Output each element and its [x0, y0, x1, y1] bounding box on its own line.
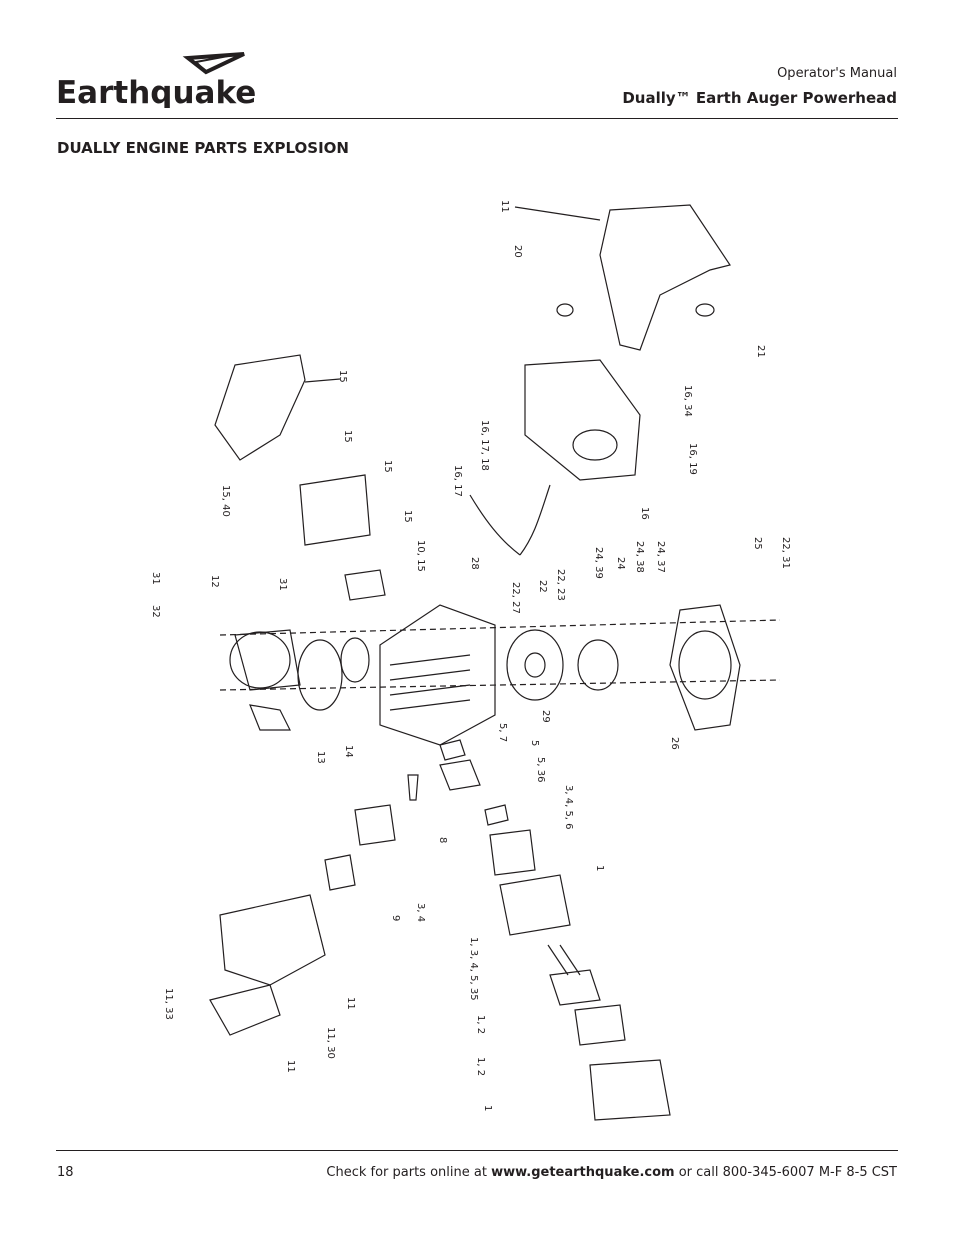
- callout-label: 14: [343, 745, 354, 758]
- callout-label: 22, 31: [780, 537, 791, 569]
- header-rule: [56, 118, 898, 119]
- callout-label: 24: [615, 557, 626, 570]
- callout-label: 12: [209, 575, 220, 588]
- section-title: DUALLY ENGINE PARTS EXPLOSION: [57, 139, 349, 157]
- callout-label: 1: [594, 865, 605, 871]
- callout-label: 26: [669, 737, 680, 750]
- callout-label: 31: [150, 572, 161, 585]
- callout-label: 5, 36: [535, 757, 546, 782]
- callout-label: 15: [382, 460, 393, 473]
- callout-label: 5, 7: [497, 723, 508, 742]
- callout-label: 3, 4: [415, 903, 426, 922]
- callout-label: 10, 15: [415, 540, 426, 572]
- callout-label: 11: [499, 200, 510, 213]
- callout-label: 16, 17, 18: [479, 420, 490, 471]
- earthquake-logo: Earthquake: [56, 52, 256, 108]
- callout-label: 16, 19: [687, 443, 698, 475]
- callout-label: 32: [150, 605, 161, 618]
- callout-label: 15: [342, 430, 353, 443]
- callout-label: 11, 30: [325, 1027, 336, 1059]
- callout-label: 11: [285, 1060, 296, 1073]
- page-number: 18: [57, 1165, 74, 1180]
- logo-brand-text: Earthquake: [56, 75, 256, 108]
- callout-label: 1: [482, 1105, 493, 1111]
- callout-label: 20: [512, 245, 523, 258]
- callout-label: 25: [752, 537, 763, 550]
- callout-label: 24, 38: [634, 541, 645, 573]
- callout-label: 8: [437, 837, 448, 843]
- callout-label: 15: [337, 370, 348, 383]
- callout-label: 1, 2: [475, 1057, 486, 1076]
- callout-label: 24, 39: [593, 547, 604, 579]
- callout-label: 22, 23: [555, 569, 566, 601]
- callout-label: 3, 4, 5, 6: [563, 785, 574, 830]
- callout-label: 11, 33: [163, 988, 174, 1020]
- callout-label: 11: [345, 997, 356, 1010]
- footer-rule: [56, 1150, 898, 1151]
- callout-label: 1, 3, 4, 5, 35: [468, 937, 479, 1001]
- product-title: Dually™ Earth Auger Powerhead: [622, 89, 897, 107]
- footer-text-after: or call 800-345-6007 M-F 8-5 CST: [674, 1165, 897, 1180]
- callout-label: 29: [540, 710, 551, 723]
- manual-label: Operator's Manual: [777, 66, 897, 81]
- callout-label: 21: [755, 345, 766, 358]
- engine-parts-diagram: 11 20 21 15 15 15 15, 40 16, 34 16, 17, …: [150, 200, 791, 1121]
- footer-text: Check for parts online at www.getearthqu…: [326, 1165, 897, 1180]
- callout-label: 22, 27: [510, 582, 521, 614]
- callout-label: 16, 34: [682, 385, 693, 417]
- callout-label: 5: [529, 740, 540, 746]
- callout-label: 31: [277, 578, 288, 591]
- callout-label: 13: [315, 751, 326, 764]
- callout-label: 16, 17: [452, 465, 463, 497]
- callout-label: 15: [402, 510, 413, 523]
- website-link[interactable]: www.getearthquake.com: [491, 1165, 675, 1180]
- footer-text-before: Check for parts online at: [326, 1165, 492, 1180]
- callout-label: 28: [469, 557, 480, 570]
- callout-label: 16: [639, 507, 650, 520]
- callout-label: 1, 2: [475, 1015, 486, 1034]
- callout-label: 22: [537, 580, 548, 593]
- callout-label: 15, 40: [220, 485, 231, 517]
- callout-label: 9: [390, 915, 401, 921]
- callout-label: 24, 37: [655, 541, 666, 573]
